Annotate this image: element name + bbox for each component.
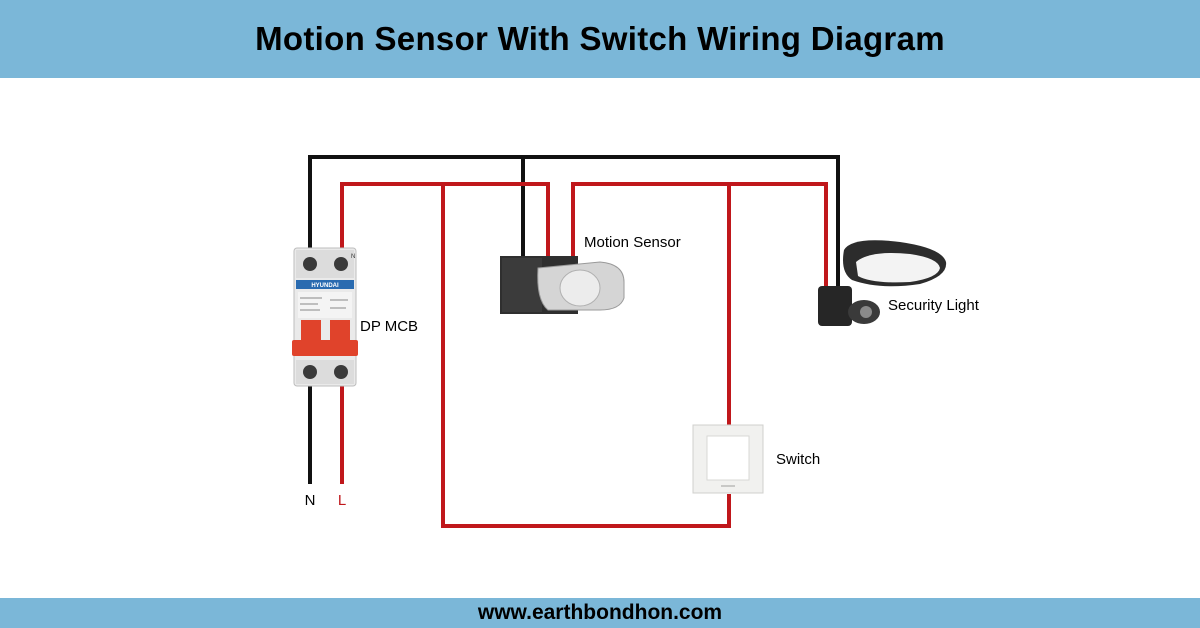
sensor-base-shade [502, 258, 542, 312]
switch-label: Switch [776, 451, 820, 468]
switch [692, 424, 764, 494]
motion-sensor-label: Motion Sensor [584, 234, 681, 251]
security-light [818, 240, 947, 326]
title-banner: Motion Sensor With Switch Wiring Diagram [0, 0, 1200, 78]
switch-logo-mark [721, 485, 735, 487]
sensor-lens [559, 269, 601, 307]
mcb-terminal-screw [303, 257, 317, 271]
mcb-terminal-screw [334, 257, 348, 271]
live-label: L [338, 492, 346, 509]
mcb-label: DP MCB [360, 318, 418, 335]
mcb-handle-left [301, 320, 321, 340]
light-sensor-lens [860, 306, 872, 318]
light-mount [818, 286, 852, 326]
mcb-brand-strip [296, 280, 354, 289]
live-wire-switch-loop [441, 184, 731, 528]
neutral-wire-top [308, 155, 840, 290]
mcb-terminal-screw [334, 365, 348, 379]
website-url: www.earthbondhon.com [477, 601, 723, 624]
motion-sensor [500, 256, 625, 314]
page-title: Motion Sensor With Switch Wiring Diagram [255, 20, 945, 57]
live-wire-sensor-to-light [571, 182, 828, 290]
mcb-terminal-screw [303, 365, 317, 379]
footer-banner: www.earthbondhon.com [0, 598, 1200, 628]
mcb-terminal-n-label: N [351, 254, 355, 260]
live-wires [340, 182, 828, 528]
mcb-spec-plate [298, 292, 352, 318]
mcb-brand: HYUNDAI [311, 283, 339, 289]
mcb-handle-right [330, 320, 350, 340]
neutral-wires [308, 155, 840, 484]
switch-rocker [706, 435, 750, 481]
dp-mcb: HYUNDAI N [292, 247, 358, 387]
neutral-label: N [305, 492, 316, 509]
mcb-handle-bar [292, 340, 358, 356]
light-lens [856, 253, 940, 283]
security-light-label: Security Light [888, 297, 980, 314]
